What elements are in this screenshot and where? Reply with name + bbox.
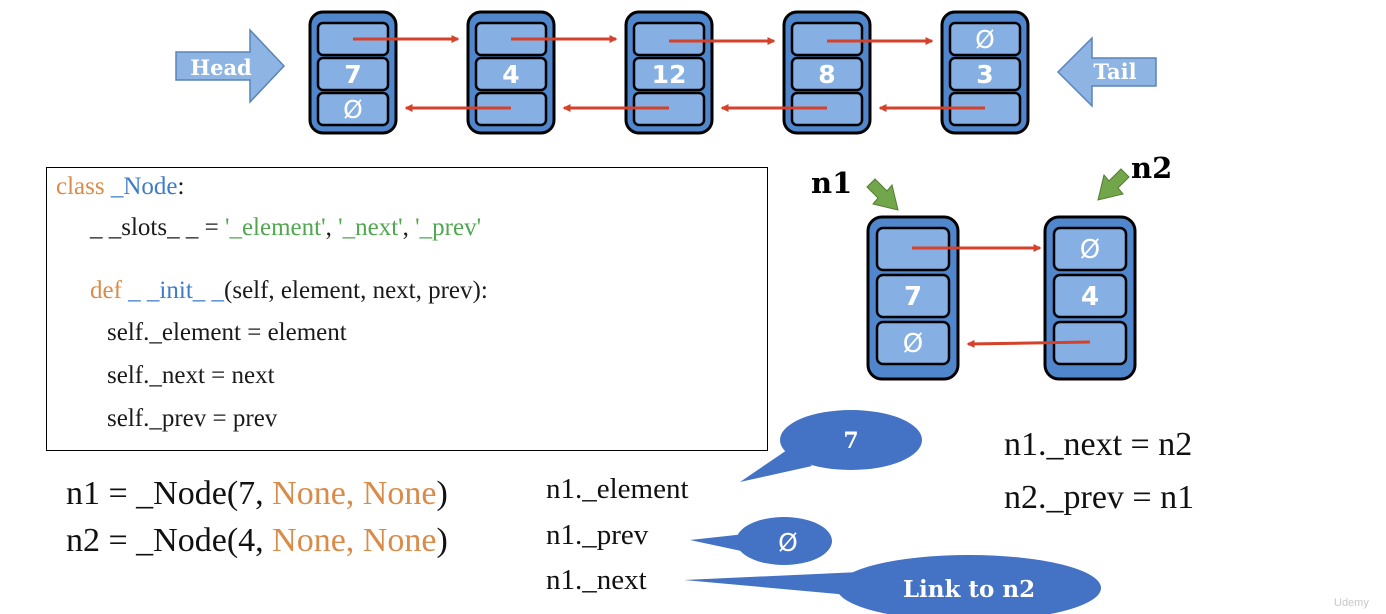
assignment-n1-next: n1._next = n2	[1004, 426, 1193, 463]
n1-prev-value: Ø	[903, 329, 923, 359]
code-line-slots: _ _slots_ _ = '_element', '_next', '_pre…	[90, 214, 482, 241]
n1-element-value: 7	[904, 282, 922, 312]
assignment-n2-prev: n2._prev = n1	[1004, 479, 1195, 516]
node-prev-value: Ø	[343, 95, 363, 124]
udemy-watermark: Udemy	[1334, 597, 1369, 609]
callout-element: 7	[740, 410, 922, 482]
code-line-prev: self._prev = prev	[107, 405, 278, 432]
code-block	[46, 167, 768, 451]
tail-arrow: Tail	[1056, 36, 1157, 108]
n1-label: n1	[811, 166, 853, 200]
next-arrows	[353, 35, 934, 45]
n1-constructor-call: n1 = _Node(7, None, None)	[66, 475, 448, 512]
n2-pointer-arrow	[1097, 168, 1130, 201]
callout-prev-text: Ø	[778, 528, 798, 557]
list-node: 7 Ø	[308, 10, 398, 135]
code-line-element: self._element = element	[107, 319, 347, 346]
node-element-value: 7	[344, 60, 361, 89]
code-line-class: class _Node:	[56, 173, 185, 200]
n2-element-value: 4	[1081, 282, 1099, 312]
head-label: Head	[190, 55, 252, 80]
node-element-value: 4	[502, 60, 519, 89]
node-n2: Ø 4	[1043, 215, 1137, 381]
list-node: 4	[466, 10, 556, 135]
node-n1: 7 Ø	[866, 215, 960, 381]
head-arrow: Head	[175, 28, 286, 104]
code-line-next: self._next = next	[107, 362, 275, 389]
node-next-value: Ø	[975, 25, 995, 54]
n2-prev-arrow	[966, 339, 1091, 348]
callout-prev: Ø	[690, 517, 832, 565]
list-node: 8	[782, 10, 872, 135]
tail-label: Tail	[1093, 59, 1136, 84]
n2-next-value: Ø	[1080, 235, 1100, 265]
callout-next-text: Link to n2	[903, 576, 1035, 603]
list-node: 12	[624, 10, 714, 135]
field-element: n1._element	[546, 473, 689, 505]
code-line-def: def _ _init_ _(self, element, next, prev…	[90, 277, 488, 304]
n1-pointer-arrow	[866, 178, 899, 211]
callout-element-text: 7	[843, 428, 858, 454]
node-element-value: 3	[976, 60, 993, 89]
n2-constructor-call: n2 = _Node(4, None, None)	[66, 522, 448, 559]
callout-next: Link to n2	[684, 555, 1101, 614]
node-element-value: 12	[652, 60, 687, 89]
field-next: n1._next	[546, 564, 647, 596]
node-element-value: 8	[818, 60, 835, 89]
field-prev: n1._prev	[546, 519, 649, 551]
n2-label: n2	[1131, 151, 1173, 185]
list-node: Ø 3	[940, 10, 1030, 135]
